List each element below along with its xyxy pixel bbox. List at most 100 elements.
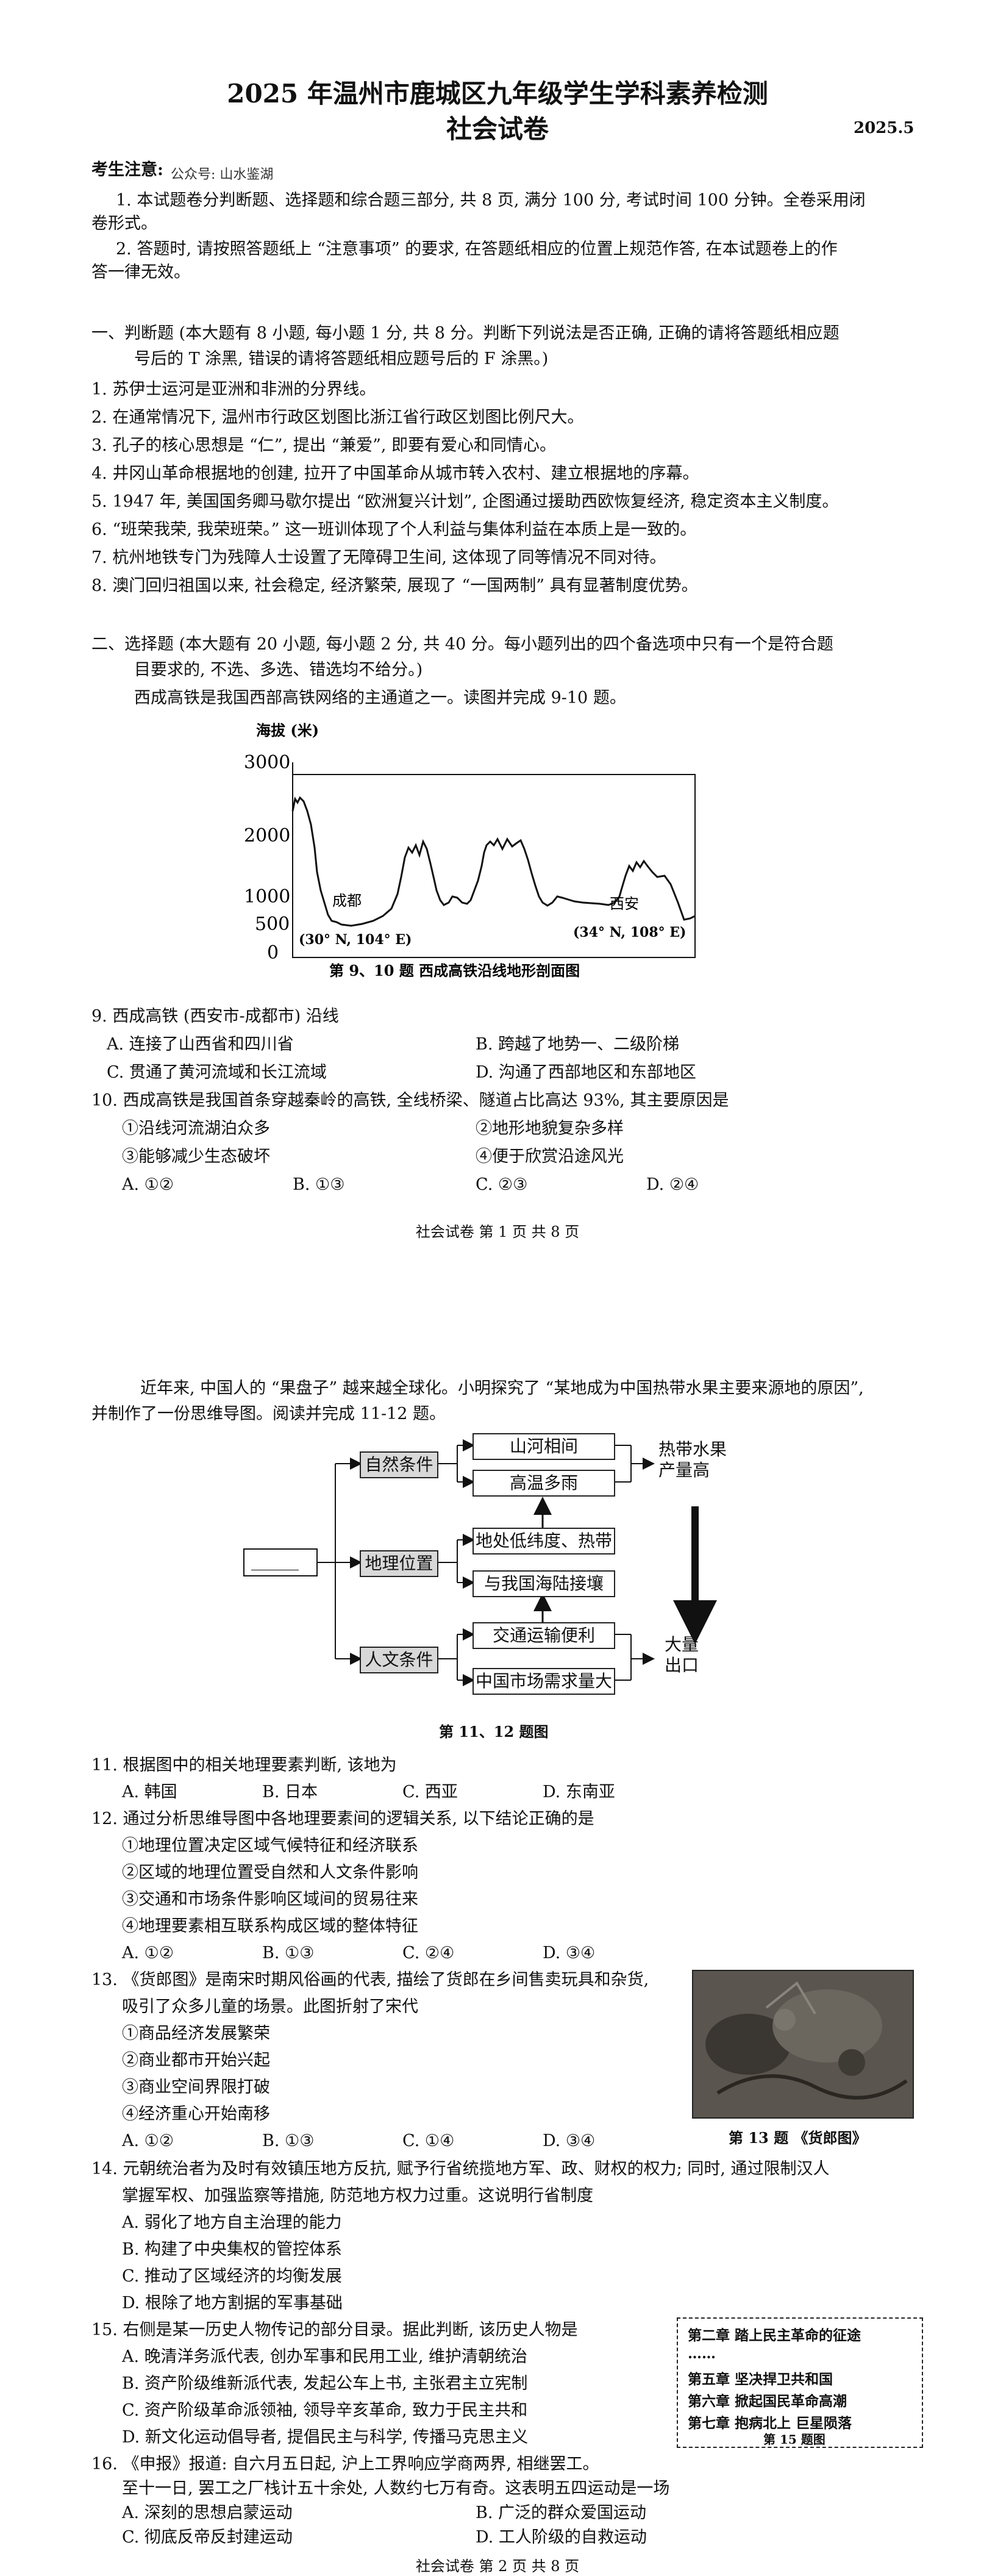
toc-entry: …… <box>688 2345 716 2362</box>
mindmap-node: 地处低纬度、热带 <box>473 1528 615 1555</box>
mindmap-category-natural: 自然条件 <box>360 1451 438 1478</box>
q13-option: A. ①② <box>122 2131 174 2150</box>
mindmap-category-location: 地理位置 <box>360 1550 438 1577</box>
mindmap-blank: ______ <box>251 1553 299 1571</box>
toc-entry: 第六章 掀起国民革命高潮 <box>688 2393 847 2410</box>
q15-option: D. 新文化运动倡导者, 提倡民主与科学, 传播马克思主义 <box>122 2428 529 2447</box>
q9-option: D. 沟通了西部地区和东部地区 <box>476 1063 696 1082</box>
profile-city-chengdu: 成都 <box>332 892 362 909</box>
notice-2b: 答一律无效。 <box>91 263 190 282</box>
q15-option: C. 资产阶级革命派领袖, 领导辛亥革命, 致力于民主共和 <box>122 2401 528 2420</box>
mindmap-node: 与我国海陆接壤 <box>473 1570 615 1597</box>
q10-option: A. ①② <box>122 1175 174 1194</box>
q14-stem: 14. 元朝统治者为及时有效镇压地方反抗, 赋予行省统揽地方军、政、财权的权力;… <box>91 2159 830 2178</box>
exam-page-1: 2025 年温州市鹿城区九年级学生学科素养检测 社会试卷 2025.5 考生注意… <box>0 0 995 1250</box>
toc-caption: 第 15 题图 <box>763 2432 826 2447</box>
mindmap-category-human: 人文条件 <box>360 1647 438 1673</box>
q16-option: D. 工人阶级的自救运动 <box>476 2528 647 2547</box>
painting-caption: 第 13 题 《货郎图》 <box>729 2129 867 2147</box>
q12-stem: 12. 通过分析思维导图中各地理要素间的逻辑关系, 以下结论正确的是 <box>91 1809 594 1828</box>
terrain-profile-svg: 海拔 (米) 3000 2000 1000 500 0 成都 西安 (30° N… <box>244 721 696 979</box>
q16-option: A. 深刻的思想启蒙运动 <box>122 2503 293 2522</box>
q12-item: ①地理位置决定区域气候特征和经济联系 <box>122 1836 418 1855</box>
profile-terrain-line <box>291 796 696 927</box>
tf-item: 4. 井冈山革命根据地的创建, 拉开了中国革命从城市转入农村、建立根据地的序幕。 <box>91 464 699 483</box>
q11-option: C. 西亚 <box>402 1783 458 1801</box>
q13-stem-cont: 吸引了众多儿童的场景。此图折射了宋代 <box>122 1997 418 2016</box>
tf-item: 5. 1947 年, 美国国务卿马歇尔提出 “欧洲复兴计划”, 企图通过援助西欧… <box>91 492 839 511</box>
q13-stem: 13. 《货郎图》是南宋时期风俗画的代表, 描绘了货郎在乡间售卖玩具和杂货, <box>91 1970 649 1989</box>
mindmap-node: 高温多雨 <box>473 1470 615 1497</box>
q12-item: ②区域的地理位置受自然和人文条件影响 <box>122 1863 418 1882</box>
profile-tick: 3000 <box>244 752 290 773</box>
tf-item: 7. 杭州地铁专门为残障人士设置了无障碍卫生间, 这体现了同等情况不同对待。 <box>91 548 666 567</box>
q10-option: B. ①③ <box>293 1175 345 1194</box>
mindmap-intro: 近年来, 中国人的 “果盘子” 越来越全球化。小明探究了 “某地成为中国热带水果… <box>140 1379 864 1398</box>
mindmap-outcome-export: 大量出口 <box>665 1634 699 1675</box>
section2-intro: 西成高铁是我国西部高铁网络的主通道之一。读图并完成 9-10 题。 <box>134 689 626 707</box>
profile-tick: 1000 <box>244 886 290 907</box>
q16-option: B. 广泛的群众爱国运动 <box>476 2503 647 2522</box>
tf-item: 2. 在通常情况下, 温州市行政区划图比浙江省行政区划图比例尺大。 <box>91 408 584 427</box>
q13-option: B. ①③ <box>262 2131 315 2150</box>
profile-ylabel: 海拔 (米) <box>256 721 319 739</box>
q16-option: C. 彻底反帝反封建运动 <box>122 2528 293 2547</box>
q12-option: D. ③④ <box>543 1944 596 1962</box>
profile-tick: 0 <box>267 942 279 964</box>
mindmap-node: 交通运输便利 <box>473 1622 615 1649</box>
q13-option: C. ①④ <box>402 2131 455 2150</box>
q10-item: ④便于欣赏沿途风光 <box>476 1147 624 1166</box>
mindmap-intro-cont: 并制作了一份思维导图。阅读并完成 11-12 题。 <box>91 1404 446 1423</box>
q13-item: ④经济重心开始南移 <box>122 2105 270 2123</box>
notice-1a: 1. 本试题卷分判断题、选择题和综合题三部分, 共 8 页, 满分 100 分,… <box>116 191 866 210</box>
notice-watermark: 公众号: 山水鉴湖 <box>171 167 274 182</box>
q9-stem: 9. 西成高铁 (西安市-成都市) 沿线 <box>91 1007 339 1026</box>
q10-option: D. ②④ <box>646 1175 699 1194</box>
profile-tick: 2000 <box>244 825 290 846</box>
huolang-painting-image <box>692 1970 914 2119</box>
q14-option: A. 弱化了地方自主治理的能力 <box>122 2213 342 2232</box>
notice-label: 考生注意: <box>91 160 163 179</box>
q16-stem-cont: 至十一日, 罢工之厂栈计五十余处, 人数约七万有奇。这表明五四运动是一场 <box>122 2479 670 2498</box>
q10-stem: 10. 西成高铁是我国首条穿越秦岭的高铁, 全线桥梁、隧道占比高达 93%, 其… <box>91 1091 729 1110</box>
tf-item: 6. “班荣我荣, 我荣班荣。” 这一班训体现了个人利益与集体利益在本质上是一致… <box>91 520 697 539</box>
tf-item: 3. 孔子的核心思想是 “仁”, 提出 “兼爱”, 即要有爱心和同情心。 <box>91 436 557 455</box>
profile-city-xian: 西安 <box>610 895 639 912</box>
painting-svg <box>693 1971 913 2117</box>
toc-entry: 第五章 坚决捍卫共和国 <box>688 2371 833 2388</box>
q10-option: C. ②③ <box>476 1175 528 1194</box>
q13-option: D. ③④ <box>543 2131 596 2150</box>
section2-header: 二、选择题 (本大题有 20 小题, 每小题 2 分, 共 40 分。每小题列出… <box>91 635 833 654</box>
q16-stem: 16. 《申报》报道: 自六月五日起, 沪上工界响应学商两界, 相继罢工。 <box>91 2455 599 2474</box>
q14-option: C. 推动了区域经济的均衡发展 <box>122 2267 342 2286</box>
profile-coord-chengdu: (30° N, 104° E) <box>299 932 412 948</box>
q13-item: ③商业空间界限打破 <box>122 2078 270 2097</box>
mindmap-node: 中国市场需求量大 <box>473 1668 615 1695</box>
q12-option: C. ②④ <box>402 1944 455 1962</box>
q12-item: ④地理要素相互联系构成区域的整体特征 <box>122 1917 418 1936</box>
mindmap-node: 山河相间 <box>473 1433 615 1460</box>
q10-item: ③能够减少生态破坏 <box>122 1147 270 1166</box>
q11-option: A. 韩国 <box>122 1783 177 1801</box>
q11-option: B. 日本 <box>262 1783 318 1801</box>
section1-header: 一、判断题 (本大题有 8 小题, 每小题 1 分, 共 8 分。判断下列说法是… <box>91 324 840 343</box>
q12-option: A. ①② <box>122 1944 174 1962</box>
q14-option: B. 构建了中央集权的管控体系 <box>122 2240 343 2259</box>
profile-coord-xian: (34° N, 108° E) <box>573 925 686 940</box>
q9-option: B. 跨越了地势一、二级阶梯 <box>476 1035 680 1054</box>
tf-item: 8. 澳门回归祖国以来, 社会稳定, 经济繁荣, 展现了 “一国两制” 具有显著… <box>91 576 698 595</box>
q14-stem-cont: 掌握军权、加强监察等措施, 防范地方权力过重。这说明行省制度 <box>122 2186 594 2205</box>
mindmap-caption: 第 11、12 题图 <box>439 1723 549 1741</box>
q10-item: ①沿线河流湖泊众多 <box>122 1119 270 1138</box>
page-footer: 社会试卷 第 1 页 共 8 页 <box>415 1223 580 1240</box>
q9-option: C. 贯通了黄河流域和长江流域 <box>107 1063 327 1082</box>
terrain-profile-figure: 海拔 (米) 3000 2000 1000 500 0 成都 西安 (30° N… <box>232 720 719 982</box>
biography-toc-box: 第二章 踏上民主革命的征途 …… 第五章 坚决捍卫共和国 第六章 掀起国民革命高… <box>677 2317 923 2448</box>
q10-item: ②地形地貌复杂多样 <box>476 1119 624 1138</box>
q15-option: B. 资产阶级维新派代表, 发起公车上书, 主张君主立宪制 <box>122 2374 528 2393</box>
mindmap-outcome-production: 热带水果产量高 <box>658 1439 727 1480</box>
q9-option: A. 连接了山西省和四川省 <box>107 1035 294 1054</box>
q14-option: D. 根除了地方割据的军事基础 <box>122 2294 343 2313</box>
section2-header-cont: 目要求的, 不选、多选、错选均不给分。) <box>134 660 423 679</box>
exam-page-2: 近年来, 中国人的 “果盘子” 越来越全球化。小明探究了 “某地成为中国热带水果… <box>0 1281 995 2576</box>
